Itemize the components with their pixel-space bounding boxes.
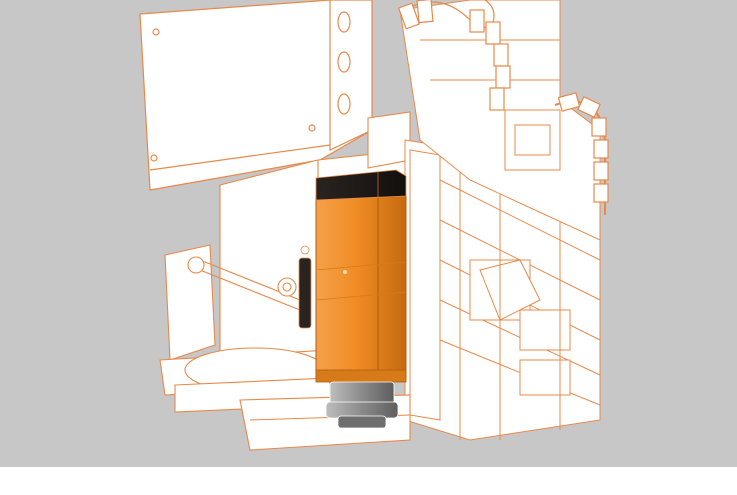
control-box (139, 0, 373, 191)
page-bottom-margin (0, 467, 737, 495)
spindle-mount-clamp (298, 245, 312, 329)
cable-drag-chain (397, 0, 609, 215)
tool-holder (325, 381, 399, 429)
spindle-bottom-collar (315, 369, 407, 383)
cnc-spindle-assembly-render (139, 0, 609, 451)
3d-model-viewport[interactable] (0, 0, 737, 467)
spindle-motor (315, 195, 407, 379)
spindle-top-cap (315, 169, 407, 201)
